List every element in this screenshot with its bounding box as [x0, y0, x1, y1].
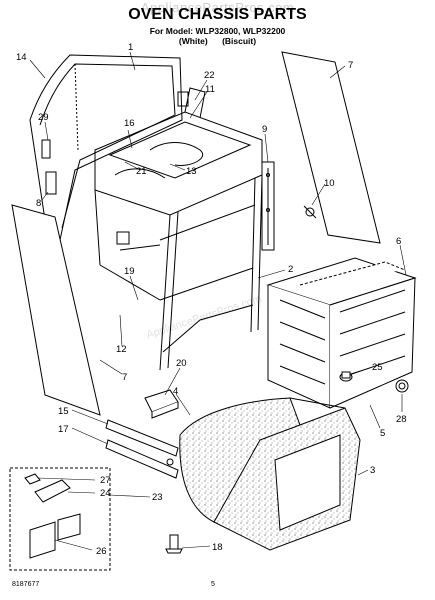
callout-7-bottom: 7 — [122, 372, 127, 383]
callout-16: 16 — [124, 118, 135, 129]
page-number: 5 — [211, 581, 215, 588]
callout-23: 23 — [152, 492, 163, 503]
callout-25: 25 — [372, 362, 383, 373]
callout-18: 18 — [212, 542, 223, 553]
model-line: For Model: WLP32800, WLP32200 — [149, 26, 286, 36]
side-panel-left — [11, 204, 101, 416]
side-panel-right — [281, 51, 381, 244]
callout-11: 11 — [205, 84, 215, 95]
chassis-frame — [94, 174, 263, 371]
callout-7-top: 7 — [348, 60, 353, 71]
hardware-kit-box — [9, 467, 111, 571]
oven-liner — [266, 257, 417, 409]
callout-8: 8 — [36, 198, 41, 209]
plug-part-28 — [395, 379, 409, 393]
back-panel — [29, 54, 183, 242]
callout-labels: 14 1 7 22 11 29 16 9 8 21 13 10 6 19 2 1… — [16, 42, 407, 557]
oven-top-frame — [94, 87, 263, 216]
callout-5: 5 — [380, 428, 385, 439]
rails — [105, 419, 179, 479]
screw-part-10 — [303, 205, 317, 219]
color-line: (White) (Biscuit) — [0, 36, 435, 46]
callout-6: 6 — [396, 236, 401, 247]
leader-lines — [29, 51, 407, 551]
callout-4: 4 — [173, 386, 178, 397]
callout-14: 14 — [16, 52, 27, 63]
callout-13: 13 — [186, 166, 197, 177]
callout-9: 9 — [262, 124, 267, 135]
document-number: 8187677 — [12, 581, 40, 588]
color-biscuit: (Biscuit) — [222, 36, 257, 46]
callout-1: 1 — [128, 42, 133, 53]
small-brackets — [41, 139, 57, 195]
leveling-leg — [165, 534, 183, 554]
callout-28: 28 — [396, 414, 407, 425]
callout-29: 29 — [38, 112, 49, 123]
callout-10: 10 — [324, 178, 335, 189]
callout-12: 12 — [116, 344, 127, 355]
watermark-top: AppliancePartsPros.com — [140, 0, 295, 15]
liner-plug — [339, 371, 353, 382]
color-white: (White) — [178, 36, 208, 46]
oven-insulation — [179, 397, 361, 551]
callout-17: 17 — [58, 424, 69, 435]
rear-bracket — [261, 161, 275, 251]
page-title: OVEN CHASSIS PARTS — [128, 6, 307, 23]
cover-part-20 — [144, 389, 179, 419]
callout-20: 20 — [176, 358, 187, 369]
callout-15: 15 — [58, 406, 69, 417]
callout-27: 27 — [100, 475, 111, 486]
callout-22: 22 — [204, 70, 215, 81]
callout-3: 3 — [370, 465, 375, 476]
callout-24: 24 — [100, 488, 111, 499]
callout-19: 19 — [124, 266, 135, 277]
callout-2: 2 — [288, 264, 293, 275]
callout-21: 21 — [136, 166, 147, 177]
callout-26: 26 — [96, 546, 107, 557]
